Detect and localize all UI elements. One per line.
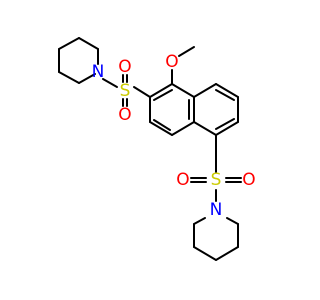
atom-o-top-bottom: O: [118, 105, 131, 125]
bond-c3r-c4r: [215, 121, 239, 136]
atom-o-top-left: O: [118, 57, 131, 77]
bond-c3r-c4r-inner: [215, 118, 235, 130]
bond-s-top-c7: [133, 86, 151, 98]
bond-n-s-top: [102, 78, 118, 88]
bond-c7-c8: [149, 83, 173, 98]
bond-pip2-n-c1: [226, 217, 239, 225]
bond-pip2-c3-c4: [193, 246, 217, 261]
bond-c4r-c4a: [193, 121, 217, 136]
bond-c1r-c2r: [215, 83, 239, 98]
bond-c8a-c1r: [193, 83, 217, 98]
bond-c7-c8-inner: [153, 89, 173, 101]
bond-c5ring-c6: [149, 121, 173, 136]
bond-c5ring-c6-inner: [153, 119, 171, 131]
bond-pip2-c5-n: [193, 217, 206, 225]
bond-pip1-c4-c5: [78, 37, 99, 50]
atom-labels: O S O O N S O O N: [92, 52, 256, 220]
atom-o-methoxy: O: [165, 52, 178, 72]
bond-pip1-c3-c4: [58, 37, 80, 50]
bond-o-methyl: [178, 46, 195, 57]
atom-s-bottom: S: [211, 170, 222, 190]
atom-s-top: S: [120, 81, 131, 101]
bond-c8-c8a: [171, 83, 195, 98]
bond-c4a-c5ring: [171, 121, 195, 136]
structure-diagram: O S O O N S O O N: [58, 37, 256, 261]
bond-pip1-c1-c2: [58, 71, 80, 84]
bond-pip1-n-c1: [78, 73, 96, 84]
atom-n-bottom: N: [210, 200, 223, 220]
bonds: [58, 37, 242, 261]
bond-pip2-c2-c3: [215, 246, 239, 261]
atom-o-bottom-right: O: [242, 170, 255, 190]
bond-c1r-c2r-inner: [215, 89, 235, 101]
atom-o-bottom-left: O: [176, 170, 189, 190]
molecule-canvas: O S O O N S O O N: [58, 37, 256, 261]
atom-n-top: N: [92, 62, 105, 82]
